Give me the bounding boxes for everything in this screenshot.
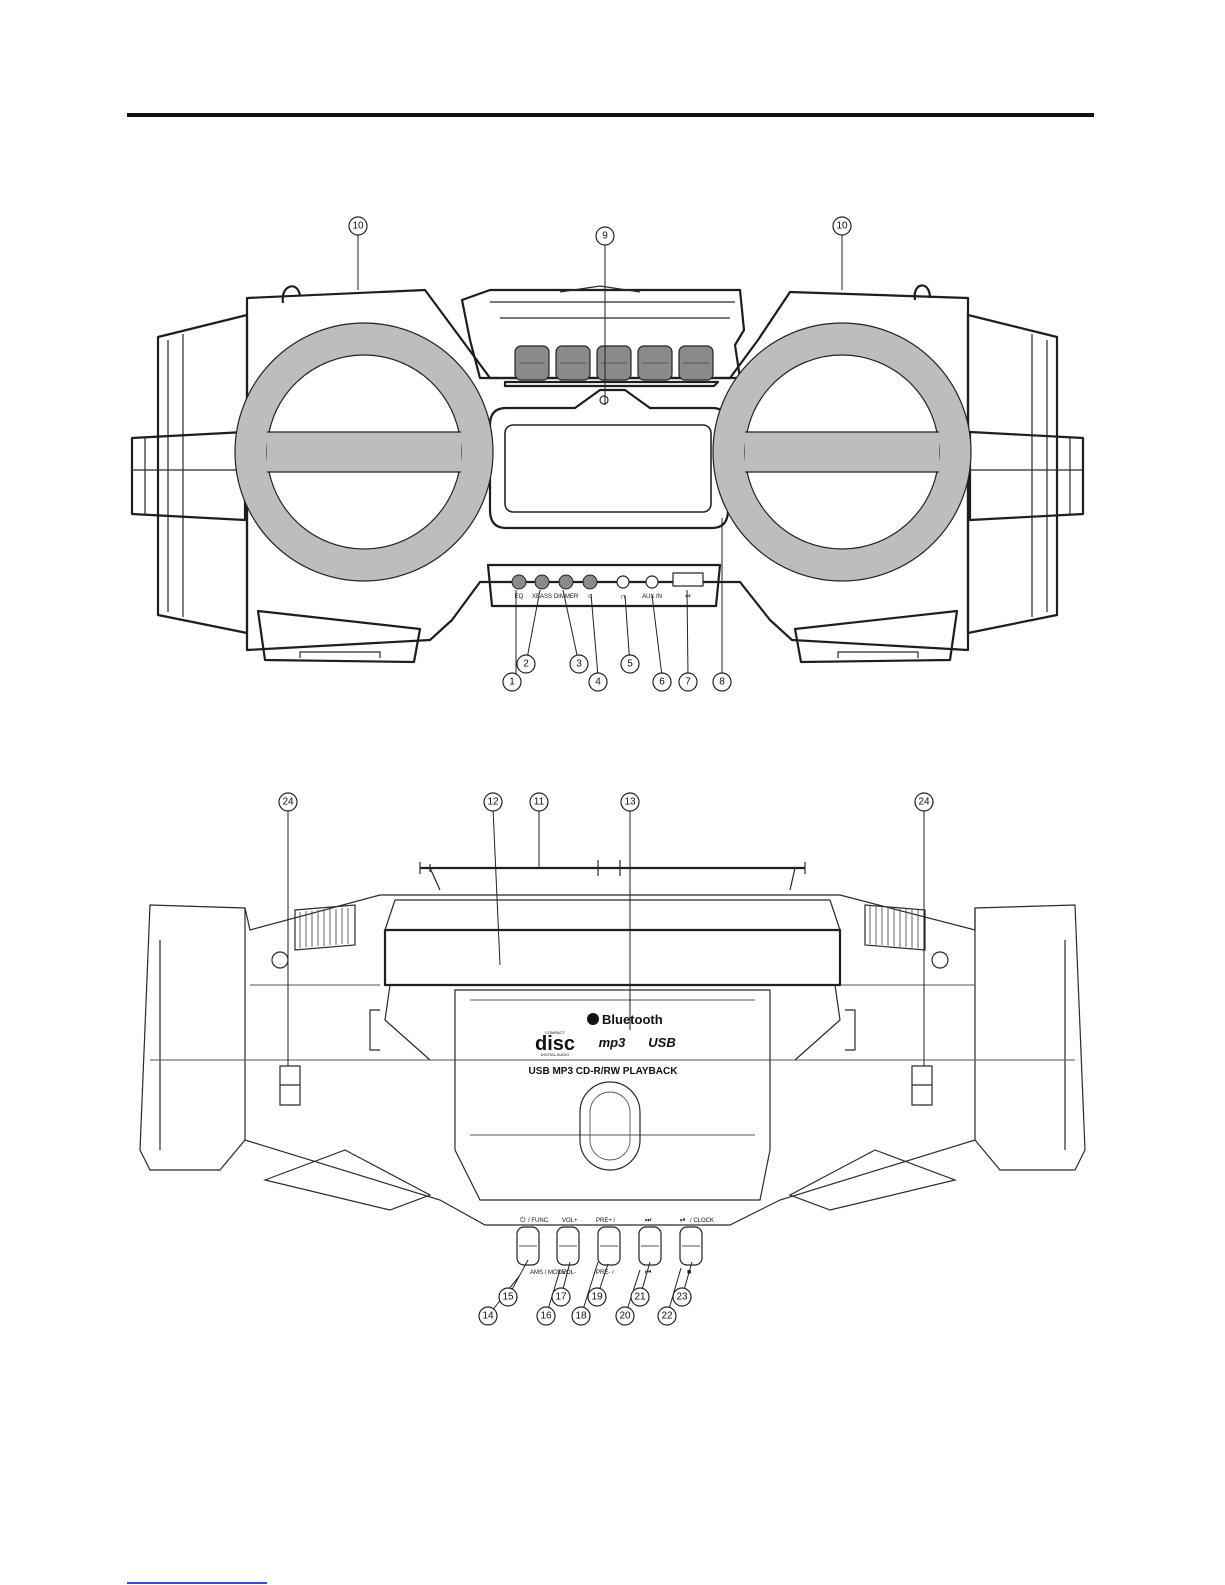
callout-13: 13 [624, 797, 636, 808]
rear-button-row [517, 1227, 702, 1265]
footer-link-rule [127, 1582, 267, 1584]
vol-down-label: VOL- [562, 1270, 576, 1276]
left-mount-slot [280, 1066, 300, 1105]
format-line: USB MP3 CD-R/RW PLAYBACK [529, 1066, 679, 1077]
callout-16: 16 [540, 1311, 552, 1322]
left-end-cap [158, 315, 247, 633]
lid-grip [580, 1082, 640, 1170]
disc-logo-top: COMPACT [545, 1030, 565, 1035]
clock-label: / CLOCK [690, 1218, 714, 1224]
callout-7: 7 [685, 677, 691, 688]
rear-view: Bluetooth disc COMPACT DIGITAL AUDIO mp3… [140, 793, 1085, 1325]
headphone-jack[interactable] [617, 576, 629, 588]
callout-4: 4 [595, 677, 601, 688]
right-hook [915, 285, 930, 300]
callout-1: 1 [509, 677, 515, 688]
callout-20: 20 [619, 1311, 631, 1322]
callout-12: 12 [487, 797, 499, 808]
func-label: / FUNC. [528, 1218, 550, 1224]
ir-sensor-icon [600, 396, 608, 404]
callout-3: 3 [576, 659, 582, 670]
light-button[interactable] [583, 575, 597, 589]
usb-port[interactable] [673, 573, 703, 586]
carry-handle [385, 930, 840, 985]
callout-24-left: 24 [282, 797, 294, 808]
right-vent [865, 905, 925, 950]
callout-10-right: 10 [836, 221, 848, 232]
callout-21: 21 [634, 1292, 646, 1303]
next-icon: ⏭ [645, 1217, 652, 1224]
left-vent [295, 905, 355, 950]
play-pause-icon: ⏯ [680, 1217, 686, 1224]
callout-18: 18 [575, 1311, 587, 1322]
callout-23: 23 [676, 1292, 688, 1303]
dimmer-button[interactable] [559, 575, 573, 589]
right-end-cap [968, 315, 1057, 633]
left-bracket [132, 432, 245, 520]
xbass-label: XBASS [532, 594, 552, 600]
front-view: EQ XBASS DIMMER ☼ ∩ AUX IN ⇌ 1 2 3 4 5 6… [132, 217, 1083, 691]
right-foot [795, 611, 957, 662]
callout-22: 22 [661, 1311, 673, 1322]
eq-button[interactable] [512, 575, 526, 589]
pre-up-label: PRE+ / [596, 1218, 616, 1224]
callout-8: 8 [719, 677, 725, 688]
callout-24-right: 24 [918, 797, 930, 808]
left-speaker [235, 323, 493, 581]
aux-in-jack[interactable] [646, 576, 658, 588]
callout-2: 2 [523, 659, 529, 670]
ams-mode-label: AMS / MODE [530, 1270, 566, 1276]
power-icon: ⏻ [520, 1216, 526, 1224]
callout-5: 5 [627, 659, 633, 670]
vol-up-label: VOL+ [562, 1218, 578, 1224]
top-button-row [515, 346, 713, 380]
disc-logo-bottom: DIGITAL AUDIO [541, 1052, 570, 1057]
callout-10-left: 10 [352, 221, 364, 232]
light-icon: ☼ [586, 591, 593, 600]
callout-11: 11 [534, 797, 545, 808]
right-speaker [713, 323, 971, 581]
callout-15: 15 [502, 1292, 514, 1303]
mp3-logo: mp3 [599, 1035, 627, 1050]
callout-19: 19 [591, 1292, 603, 1303]
callout-6: 6 [659, 677, 665, 688]
callout-9: 9 [602, 231, 608, 242]
bluetooth-icon [587, 1013, 599, 1025]
bluetooth-label: Bluetooth [602, 1012, 663, 1027]
callout-14: 14 [482, 1311, 494, 1322]
usb-icon: ⇌ [685, 593, 691, 600]
dimmer-label: DIMMER [554, 594, 579, 600]
callout-17: 17 [555, 1292, 567, 1303]
left-foot [258, 611, 420, 662]
right-mount-slot [912, 1066, 932, 1105]
right-bracket [970, 432, 1083, 520]
usb-logo: USB [648, 1035, 675, 1050]
display-window [505, 425, 711, 512]
xbass-button[interactable] [535, 575, 549, 589]
